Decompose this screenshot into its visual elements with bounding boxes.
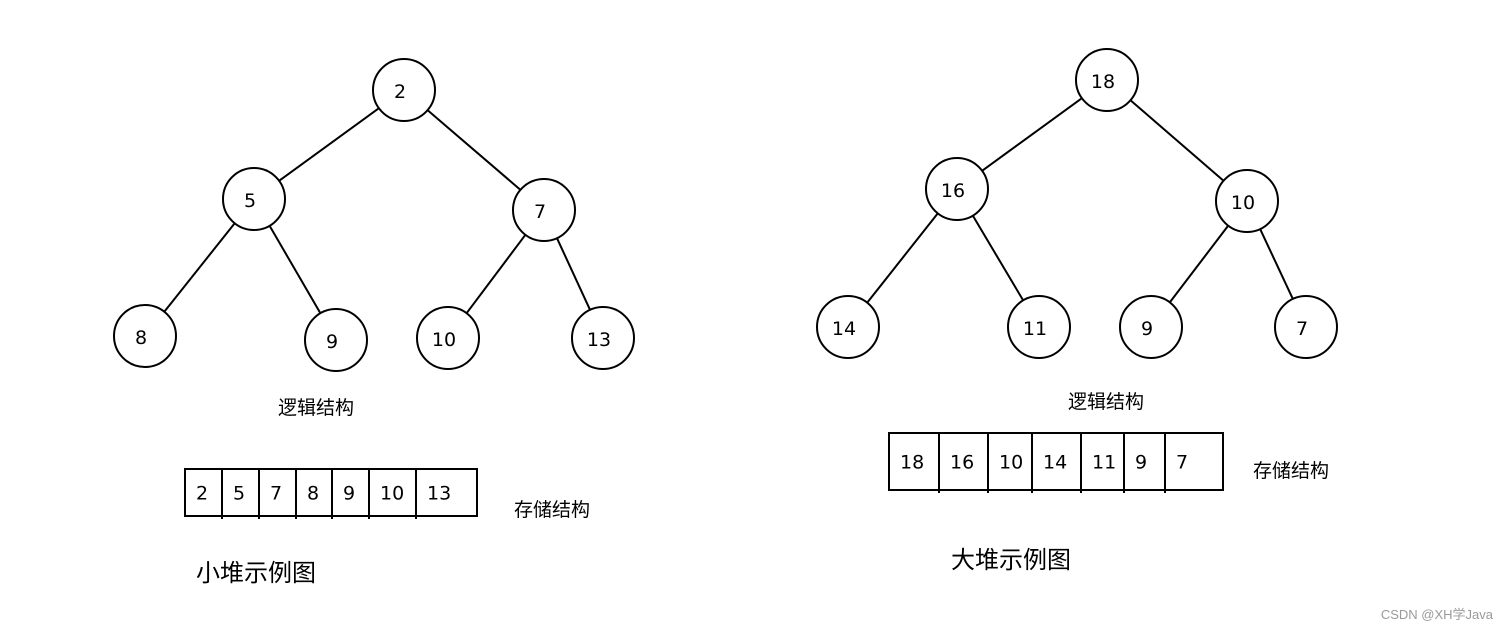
min-heap-node-value: 10 [432, 329, 456, 351]
max-heap-array-cell: 16 [950, 452, 974, 474]
max-heap-array-cell: 11 [1092, 452, 1116, 474]
max-heap-edge [866, 212, 939, 304]
min-heap-edge [556, 237, 591, 311]
min-heap-node [113, 304, 177, 368]
max-heap-edge [1168, 225, 1230, 303]
max-heap-array-cell: 9 [1135, 452, 1147, 474]
max-heap-node-value: 10 [1231, 192, 1255, 214]
min-heap-edge [268, 225, 322, 314]
max-heap-node [1215, 169, 1279, 233]
min-heap-edge [163, 222, 236, 313]
min-heap-edge [278, 107, 380, 182]
max-heap-caption: 大堆示例图 [951, 546, 1071, 574]
max-heap-node-value: 14 [832, 318, 856, 340]
max-heap-node-value: 9 [1141, 318, 1153, 340]
max-heap-node [925, 157, 989, 221]
max-heap-node [1274, 295, 1338, 359]
min-heap-node-value: 5 [244, 190, 256, 212]
max-heap-logical-label: 逻辑结构 [1068, 391, 1145, 413]
max-heap-node [1119, 295, 1183, 359]
min-heap-edge [426, 109, 522, 191]
min-heap-node-value: 2 [394, 81, 406, 103]
max-heap-edge [1259, 228, 1294, 300]
min-heap-array-cell: 10 [380, 483, 404, 505]
min-heap-node-value: 8 [135, 327, 147, 349]
min-heap-storage-label: 存储结构 [514, 499, 591, 521]
max-heap-array-box [888, 432, 1224, 491]
min-heap-array-cell: 13 [427, 483, 451, 505]
min-heap-node [304, 308, 368, 372]
min-heap-array-cell: 2 [196, 483, 208, 505]
max-heap-node-value: 16 [941, 180, 965, 202]
max-heap-array-cell: 10 [999, 452, 1023, 474]
max-heap-node [1007, 295, 1071, 359]
min-heap-array-cell: 8 [307, 483, 319, 505]
min-heap-node [512, 178, 576, 242]
max-heap-array-cell: 18 [900, 452, 924, 474]
min-heap-caption: 小堆示例图 [196, 559, 316, 587]
max-heap-node-value: 18 [1091, 71, 1115, 93]
min-heap-node [571, 306, 635, 370]
max-heap-storage-label: 存储结构 [1253, 460, 1330, 482]
min-heap-node [372, 58, 436, 122]
min-heap-node-value: 13 [587, 329, 611, 351]
min-heap-node [222, 167, 286, 231]
watermark: CSDN @XH学Java [1380, 607, 1493, 622]
max-heap-node [1075, 48, 1139, 112]
min-heap-array-cell: 7 [270, 483, 282, 505]
min-heap-array-cell: 9 [343, 483, 355, 505]
min-heap-node [416, 306, 480, 370]
max-heap-edge [971, 215, 1025, 301]
max-heap-array-cell: 7 [1176, 452, 1188, 474]
min-heap-logical-label: 逻辑结构 [278, 397, 355, 419]
max-heap-node-value: 7 [1296, 318, 1308, 340]
max-heap-edge [1129, 99, 1225, 182]
max-heap-node [816, 295, 880, 359]
min-heap-node-value: 7 [534, 201, 546, 223]
max-heap-array-cell: 14 [1043, 452, 1067, 474]
max-heap-edge [981, 97, 1083, 172]
min-heap-node-value: 9 [326, 331, 338, 353]
min-heap-edge [465, 234, 527, 314]
min-heap-array-cell: 5 [233, 483, 245, 505]
max-heap-node-value: 11 [1023, 318, 1047, 340]
